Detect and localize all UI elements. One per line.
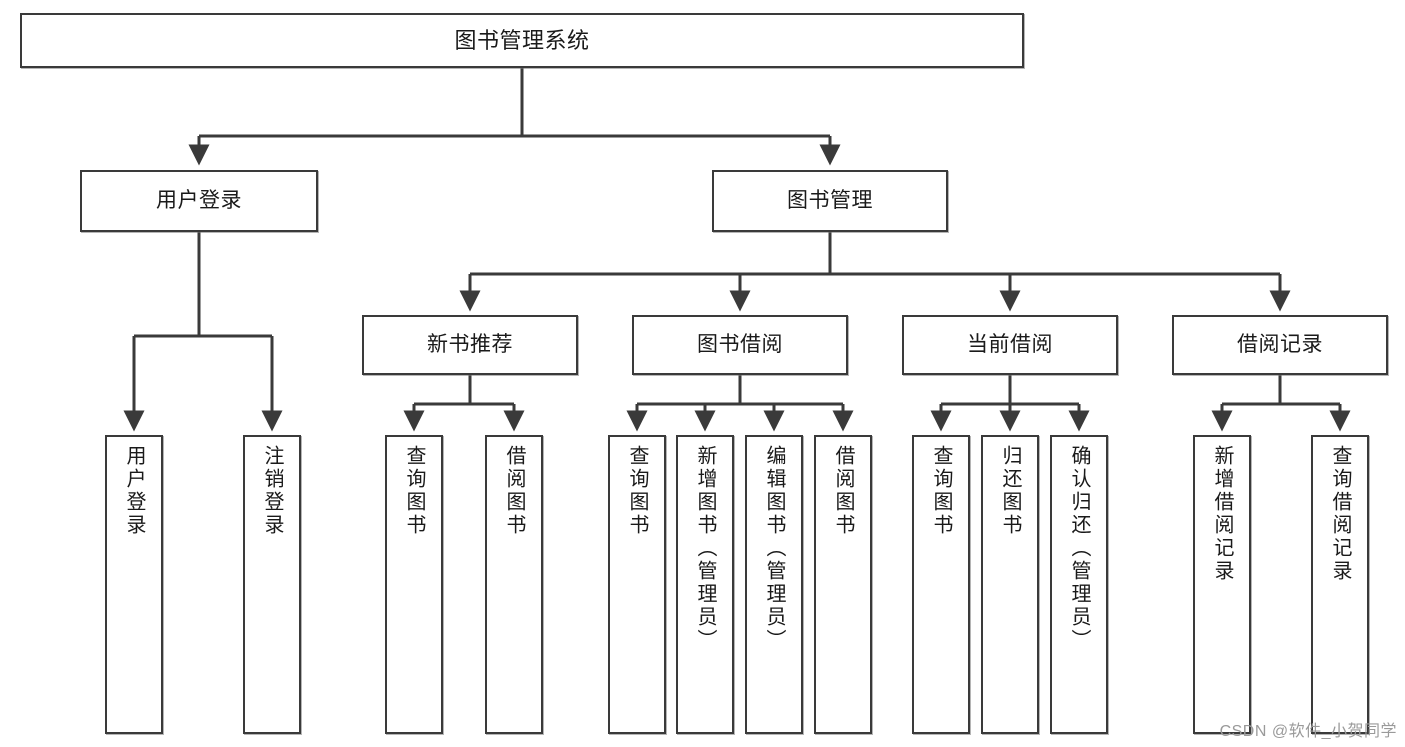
node-user-login[interactable]: 用户登录	[80, 170, 318, 232]
node-label: 确认归还（管理员）	[1068, 445, 1090, 652]
leaf-user-logout[interactable]: 注销登录	[243, 435, 301, 734]
node-book-management[interactable]: 图书管理	[712, 170, 948, 232]
node-label: 借阅记录	[1237, 332, 1323, 356]
node-label: 查询图书	[626, 445, 648, 537]
node-label: 编辑图书（管理员）	[763, 445, 785, 652]
node-label: 归还图书	[999, 445, 1021, 537]
leaf-confirm-return-admin[interactable]: 确认归还（管理员）	[1050, 435, 1108, 734]
leaf-edit-book-admin[interactable]: 编辑图书（管理员）	[745, 435, 803, 734]
node-label: 新增图书（管理员）	[694, 445, 716, 652]
leaf-return-book[interactable]: 归还图书	[981, 435, 1039, 734]
leaf-borrow-book-recommend[interactable]: 借阅图书	[485, 435, 543, 734]
leaf-user-login[interactable]: 用户登录	[105, 435, 163, 734]
node-borrow-record[interactable]: 借阅记录	[1172, 315, 1388, 375]
leaf-query-borrow-record[interactable]: 查询借阅记录	[1311, 435, 1369, 734]
leaf-query-book-recommend[interactable]: 查询图书	[385, 435, 443, 734]
node-label: 图书管理	[787, 188, 873, 212]
node-label: 新书推荐	[427, 332, 513, 356]
node-root-book-management-system[interactable]: 图书管理系统	[20, 13, 1024, 68]
leaf-add-borrow-record[interactable]: 新增借阅记录	[1193, 435, 1251, 734]
node-new-book-recommend[interactable]: 新书推荐	[362, 315, 578, 375]
node-label: 图书管理系统	[454, 27, 590, 53]
node-label: 借阅图书	[832, 445, 854, 537]
leaf-query-book-current[interactable]: 查询图书	[912, 435, 970, 734]
node-label: 查询图书	[403, 445, 425, 537]
node-label: 借阅图书	[503, 445, 525, 537]
node-label: 当前借阅	[967, 332, 1053, 356]
node-book-borrow[interactable]: 图书借阅	[632, 315, 848, 375]
node-label: 查询借阅记录	[1329, 445, 1351, 583]
leaf-query-book-borrow[interactable]: 查询图书	[608, 435, 666, 734]
node-label: 新增借阅记录	[1211, 445, 1233, 583]
node-label: 图书借阅	[697, 332, 783, 356]
node-label: 注销登录	[261, 445, 283, 537]
node-label: 查询图书	[930, 445, 952, 537]
csdn-watermark: CSDN @软件_小贺同学	[1219, 723, 1397, 740]
node-current-borrow[interactable]: 当前借阅	[902, 315, 1118, 375]
node-label: 用户登录	[123, 445, 145, 537]
leaf-add-book-admin[interactable]: 新增图书（管理员）	[676, 435, 734, 734]
leaf-borrow-book[interactable]: 借阅图书	[814, 435, 872, 734]
node-label: 用户登录	[156, 188, 242, 212]
